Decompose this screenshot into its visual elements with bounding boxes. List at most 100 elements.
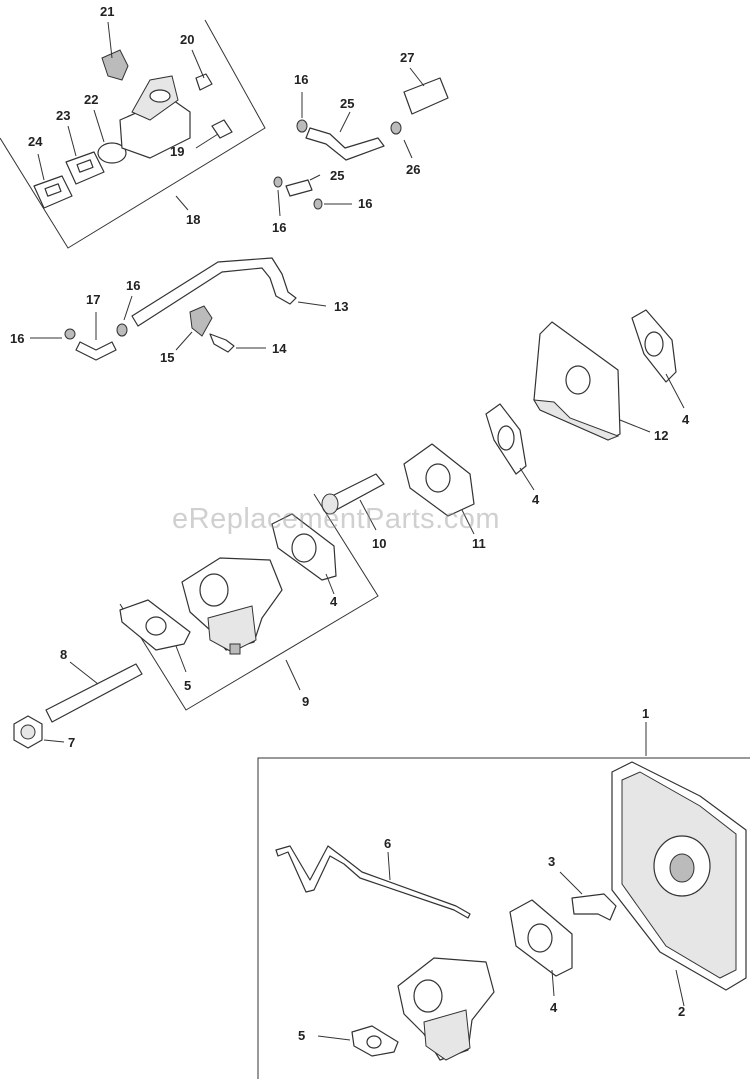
callout-6: 6 bbox=[384, 836, 391, 851]
watermark-text: eReplacementParts.com bbox=[172, 503, 501, 535]
callout-21: 21 bbox=[100, 4, 114, 19]
part-14-screw[interactable] bbox=[209, 333, 235, 353]
leader-11 bbox=[461, 509, 475, 535]
callout-23: 23 bbox=[56, 108, 70, 123]
leader-5a bbox=[175, 645, 187, 673]
part-21-fitting[interactable] bbox=[101, 49, 129, 81]
callout-12: 12 bbox=[654, 428, 668, 443]
callout-5b: 5 bbox=[298, 1028, 305, 1043]
part-3-bracket[interactable] bbox=[571, 893, 617, 921]
part-16-clamp-d[interactable] bbox=[64, 328, 76, 340]
carburetor-group bbox=[119, 493, 379, 711]
leader-10 bbox=[359, 499, 377, 531]
spacer-group bbox=[321, 403, 535, 535]
callout-4b: 4 bbox=[532, 492, 540, 507]
part-27-fuel-filter[interactable] bbox=[403, 77, 449, 115]
part-5-gasket-a-hole bbox=[145, 616, 167, 636]
part-16-clamp-b[interactable] bbox=[273, 176, 283, 188]
leader-9 bbox=[285, 659, 301, 691]
leader-7 bbox=[43, 739, 65, 743]
callout-16e: 16 bbox=[10, 331, 24, 346]
part-6-link-rod[interactable] bbox=[275, 845, 471, 919]
callout-25b: 25 bbox=[330, 168, 344, 183]
leader-2 bbox=[675, 969, 685, 1007]
callout-11: 11 bbox=[472, 536, 486, 551]
part-4-gasket-d-hole bbox=[527, 923, 553, 953]
fuel-pump-port bbox=[149, 89, 171, 103]
part-4-gasket-c-hole bbox=[291, 533, 317, 563]
part-2-air-filter-hole bbox=[669, 853, 695, 883]
carburetor-drain bbox=[229, 643, 241, 655]
part-17-hose[interactable] bbox=[75, 341, 117, 361]
fuel-tube-group bbox=[30, 257, 327, 361]
kit-carburetor-bowl bbox=[423, 1009, 471, 1061]
callout-18: 18 bbox=[186, 212, 200, 227]
callout-22: 22 bbox=[84, 92, 98, 107]
part-4-gasket-a-hole bbox=[644, 331, 664, 357]
part-8-stud[interactable] bbox=[45, 663, 143, 723]
leader-19 bbox=[195, 133, 219, 149]
group-frame-18 bbox=[0, 19, 266, 249]
leader-18 bbox=[175, 195, 189, 211]
callout-16b: 16 bbox=[358, 196, 372, 211]
part-19-screw[interactable] bbox=[211, 119, 233, 139]
kit-group bbox=[257, 722, 750, 1079]
group-frame-9 bbox=[119, 493, 379, 711]
callout-15: 15 bbox=[160, 350, 174, 365]
leader-24 bbox=[37, 153, 45, 181]
fuel-line-group bbox=[273, 67, 449, 217]
leader-20 bbox=[191, 49, 205, 79]
part-16-clamp-c[interactable] bbox=[313, 198, 323, 210]
callout-4c: 4 bbox=[330, 594, 338, 609]
callout-2: 2 bbox=[678, 1004, 685, 1019]
part-16-clamp-e[interactable] bbox=[116, 323, 128, 337]
leader-4b bbox=[519, 467, 535, 491]
leader-4a bbox=[665, 373, 685, 409]
part-25-hose-lower[interactable] bbox=[285, 179, 313, 197]
part-10-screw-head bbox=[321, 493, 339, 515]
callout-17: 17 bbox=[86, 292, 100, 307]
leader-3 bbox=[559, 871, 583, 895]
part-24-gasket-slot bbox=[44, 183, 62, 197]
callout-labels: 21 20 22 23 24 19 18 16 25 27 26 25 16 1… bbox=[10, 4, 690, 1043]
leader-6 bbox=[387, 851, 391, 881]
callout-5a: 5 bbox=[184, 678, 191, 693]
callout-4d: 4 bbox=[550, 1000, 558, 1015]
intake-adapter-group bbox=[533, 309, 685, 441]
group-frame-1 bbox=[257, 757, 750, 1079]
callout-3: 3 bbox=[548, 854, 555, 869]
part-20-screw[interactable] bbox=[195, 73, 213, 91]
part-12-adapter-hole bbox=[565, 365, 591, 395]
callout-16d: 16 bbox=[126, 278, 140, 293]
callout-16c: 16 bbox=[272, 220, 286, 235]
leader-8 bbox=[69, 661, 99, 685]
part-15-bracket[interactable] bbox=[189, 305, 213, 337]
leader-22 bbox=[93, 109, 105, 143]
leader-5b bbox=[317, 1035, 351, 1041]
leader-26 bbox=[403, 139, 413, 159]
carburetor-bowl bbox=[207, 605, 257, 653]
kit-carburetor-throat bbox=[413, 979, 443, 1013]
leader-12 bbox=[619, 419, 651, 433]
part-22-diaphragm[interactable] bbox=[97, 142, 127, 164]
callout-24: 24 bbox=[28, 134, 43, 149]
callout-26: 26 bbox=[406, 162, 420, 177]
callout-14: 14 bbox=[272, 341, 287, 356]
callout-8: 8 bbox=[60, 647, 67, 662]
part-26-clamp[interactable] bbox=[390, 121, 402, 135]
leader-15 bbox=[175, 331, 193, 351]
leader-27 bbox=[409, 67, 425, 87]
callout-1: 1 bbox=[642, 706, 649, 721]
part-16-clamp-a[interactable] bbox=[296, 119, 308, 133]
part-13-fuel-tube[interactable] bbox=[131, 257, 297, 327]
callout-4a: 4 bbox=[682, 412, 690, 427]
leader-25b bbox=[309, 174, 321, 181]
callout-9: 9 bbox=[302, 694, 309, 709]
leader-13 bbox=[297, 301, 327, 307]
stud-group bbox=[13, 661, 143, 749]
part-25-hose-upper[interactable] bbox=[305, 127, 385, 161]
callout-19: 19 bbox=[170, 144, 184, 159]
leader-16d bbox=[123, 295, 133, 321]
part-7-nut-hole bbox=[20, 724, 36, 740]
